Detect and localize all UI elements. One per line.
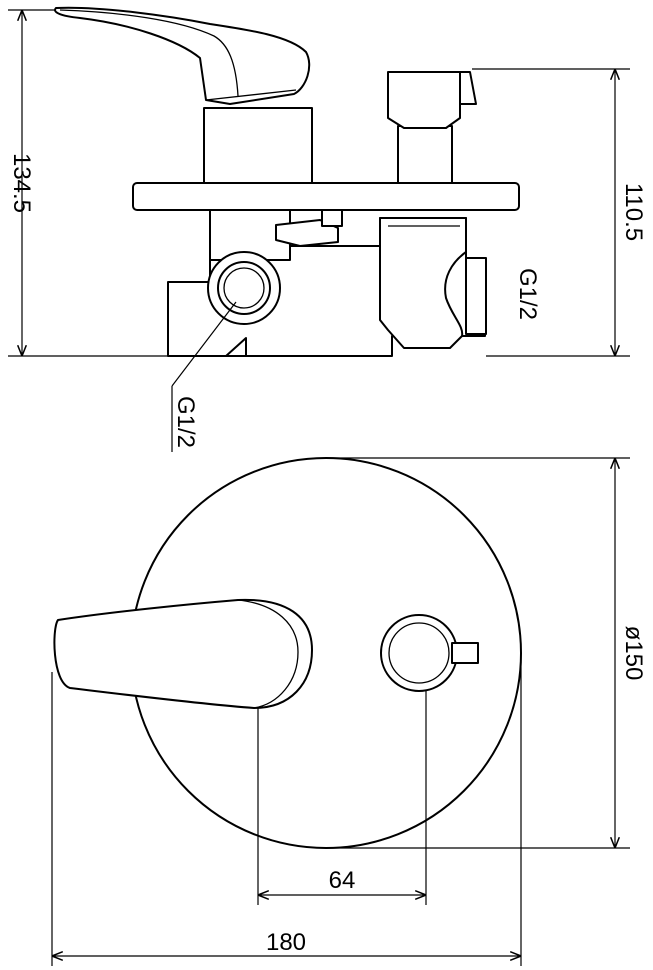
dim-height-above-plate: 110.5: [620, 183, 647, 241]
diverter-knob-pointer: [451, 642, 479, 664]
lever-handle-front-hub: [237, 599, 299, 709]
diverter-knob-front: [380, 614, 458, 692]
diverter-body: [379, 217, 467, 349]
front-view: [53, 457, 522, 849]
dim-overall-width: 180: [266, 929, 306, 956]
dim-center-distance: 64: [329, 867, 356, 894]
diverter-knob-front-inner: [388, 622, 450, 684]
diverter-stem: [397, 125, 453, 184]
lever-handle-side-base: [205, 89, 297, 101]
lever-handle-front: [53, 598, 313, 709]
thread-label-bottom: G1/2: [172, 396, 199, 448]
cover-plate: [132, 182, 520, 211]
dim-overall-height: 134.5: [8, 153, 35, 213]
thread-label-right: G1/2: [514, 268, 541, 320]
side-view-dimensions: 134.5 110.5 G1/2 G1/2: [8, 9, 647, 452]
connector-tab: [321, 209, 343, 227]
inlet-fitting-mid: [217, 261, 271, 315]
diverter-knob-tab: [459, 71, 477, 105]
lever-column: [203, 107, 313, 184]
outlet-right: [465, 257, 487, 335]
lever-handle-side-edge: [59, 9, 239, 97]
diverter-knob-side: [387, 71, 461, 129]
dim-diameter: ø150: [620, 626, 647, 681]
front-view-dimensions: ø150 64 180: [51, 457, 647, 966]
bottom-wedge: [225, 337, 247, 357]
side-view: [54, 6, 520, 357]
lever-handle-side: [54, 6, 311, 105]
inlet-fitting-inner: [223, 267, 265, 309]
